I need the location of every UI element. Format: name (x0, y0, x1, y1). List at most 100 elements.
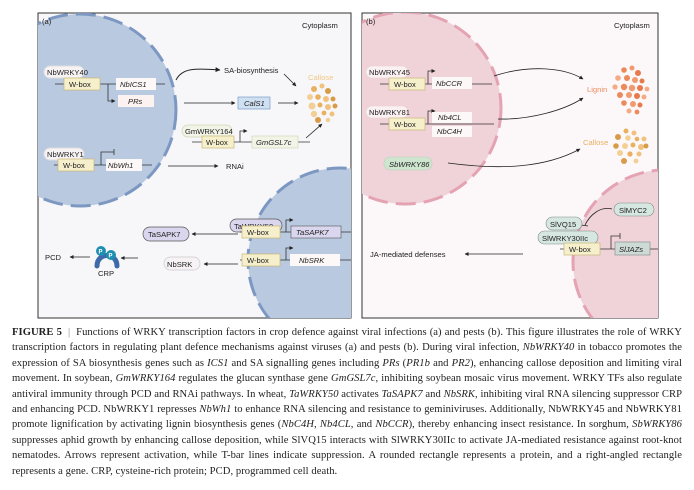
panel-b: (b) Cytoplasm NbWRKY45 W-box NbCCR NbWRK… (361, 12, 659, 319)
protein-nbwrky40: NbWRKY40 (47, 68, 88, 77)
caption-gene-name: PRs (382, 357, 400, 369)
caption-gene-name: PR1b (406, 357, 431, 369)
caption-text: suppresses aphid growth by enhancing cal… (12, 434, 682, 477)
gene-nb4cl: Nb4CL (438, 113, 462, 122)
caption-gene-name: PR2 (451, 357, 470, 369)
callose-granule (330, 96, 336, 102)
figure-number: FIGURE 5 (12, 327, 62, 338)
lignin-granule (621, 100, 627, 106)
callose-granule (325, 88, 331, 94)
lignin-granule (617, 92, 623, 98)
lignin-granule (634, 109, 640, 115)
output-rnai: RNAi (226, 162, 244, 171)
protein-gmwrky164: GmWRKY164 (185, 127, 233, 136)
callose-granule (325, 117, 331, 123)
gene-sljazs: SlJAZs (619, 245, 643, 254)
protein-slvq15: SlVQ15 (550, 220, 576, 229)
callose-granule (631, 130, 637, 136)
lignin-granule (632, 77, 638, 83)
callose-granule (643, 143, 649, 149)
callose-granule (317, 102, 323, 108)
gene-prs: PRs (128, 97, 143, 106)
caption-text: , inhibiting soybean mosaic virus moveme… (12, 373, 682, 400)
caption-text: and SA signalling genes including (228, 357, 383, 369)
callose-granule (310, 110, 318, 118)
lignin-granule (630, 101, 636, 107)
lignin-granule (615, 75, 621, 81)
output-sa-biosynthesis: SA-biosynthesis (224, 66, 279, 75)
caption-gene-name: Nb4CL (319, 419, 351, 431)
callose-granule (323, 96, 329, 102)
protein-crp: CRP (98, 269, 114, 278)
protein-sbwrky86: SbWRKY86 (389, 160, 430, 169)
callose-granule (321, 110, 327, 116)
caption-separator: | (67, 327, 71, 338)
callose-granule (633, 158, 639, 164)
caption-gene-name: ICS1 (207, 357, 229, 369)
protein-slmyc2: SlMYC2 (619, 206, 647, 215)
caption-gene-name: NbCCR (375, 419, 409, 431)
wbox-tawrky50: W-box (247, 228, 269, 237)
callose-granule (617, 150, 623, 156)
nucleus-b-top (362, 13, 503, 206)
caption-text: ), enhancing callose deposition and limi… (12, 357, 683, 385)
crp-protein-icon: P P (94, 246, 120, 269)
caption-gene-name: GmWRKY164 (115, 373, 176, 385)
lignin-granule (628, 84, 636, 92)
callose-granule (613, 143, 619, 149)
panel-a: (a) Cytoplasm NbWRKY40 W-box NbICS1 PRs … (37, 12, 352, 319)
lignin-granule (624, 75, 630, 81)
lignin-granule (621, 67, 627, 73)
caption-gene-name: NbSRK (443, 388, 476, 400)
wbox-nbwrky81: W-box (394, 120, 416, 129)
callose-granule (329, 111, 335, 117)
lignin-granule (635, 70, 641, 76)
caption-text: , and (350, 419, 376, 431)
callose-granule (315, 117, 321, 123)
caption-gene-name: TaWRKY50 (289, 388, 339, 400)
wbox-nbwrky1: W-box (63, 161, 85, 170)
gene-nbccr: NbCCR (436, 79, 463, 88)
figure-diagram: (a) Cytoplasm NbWRKY40 W-box NbICS1 PRs … (37, 12, 659, 319)
lignin-granule (637, 85, 643, 91)
callose-granule (638, 144, 644, 150)
gene-cals1: CalS1 (244, 99, 265, 108)
output-pcd: PCD (45, 253, 62, 262)
protein-slwrky30iic: SlWRKY30IIc (542, 234, 588, 243)
figure-caption: FIGURE 5 |Functions of WRKY transcription… (12, 325, 682, 479)
caption-gene-name: NbWh1 (199, 404, 232, 416)
lignin-granule (634, 93, 640, 99)
gene-nbsrk: NbSRK (299, 256, 325, 265)
lignin-granule (626, 108, 632, 114)
caption-text: activates (338, 388, 382, 400)
lignin-granule (620, 83, 628, 91)
protein-nbsrk: NbSRK (167, 260, 192, 269)
caption-text: regulates the glucan synthase gene (175, 373, 332, 385)
phospho-2: P (109, 254, 113, 260)
wbox-nbwrky45: W-box (394, 80, 416, 89)
panel-a-label: (a) (42, 17, 52, 26)
callose-granules-a (307, 83, 338, 123)
wbox-nbwrky40: W-box (69, 80, 91, 89)
callose-granules-b (613, 128, 649, 164)
caption-text: , (314, 419, 320, 431)
callose-granule (630, 142, 636, 148)
callose-granule (308, 102, 316, 110)
panel-b-compartment: Cytoplasm (614, 21, 650, 30)
caption-body: Functions of WRKY transcription factors … (12, 327, 682, 477)
caption-text: to enhance RNA silencing and resistance … (12, 404, 682, 431)
callose-granule (623, 128, 629, 134)
wbox-slwrky30iic: W-box (569, 245, 591, 254)
lignin-granule (641, 94, 647, 100)
caption-gene-name: TaSAPK7 (381, 388, 423, 400)
callose-granule (636, 151, 642, 157)
protein-nbwrky1: NbWRKY1 (47, 150, 84, 159)
callose-granule (615, 134, 621, 140)
wbox-gmwrky164: W-box (206, 138, 228, 147)
callose-granule (325, 104, 331, 110)
output-ja-defenses: JA-mediated defenses (370, 250, 446, 259)
output-callose-a: Callose (308, 73, 333, 82)
caption-text: , inhibiting viral RNA silencing suppres… (12, 388, 683, 416)
callose-granule (315, 94, 321, 100)
callose-granule (311, 86, 317, 92)
